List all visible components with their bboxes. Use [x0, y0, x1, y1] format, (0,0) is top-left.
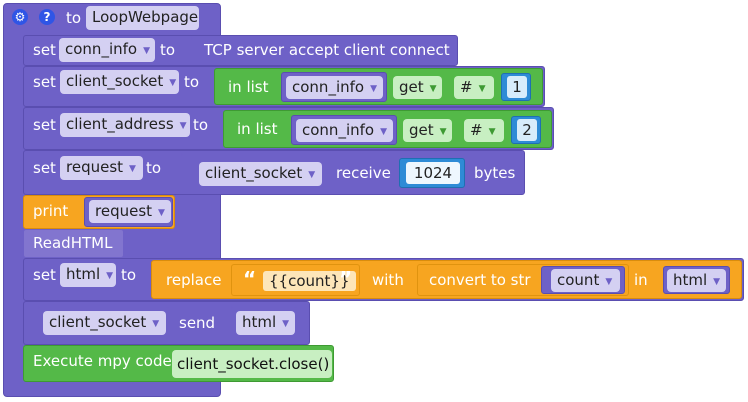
- chevron-down-icon: ▼: [429, 84, 437, 94]
- variable-dropdown-conn-info[interactable]: conn_info▼: [296, 119, 393, 142]
- set-label: set: [33, 159, 56, 177]
- to-label: to: [160, 41, 176, 59]
- gear-icon[interactable]: ⚙: [12, 9, 28, 25]
- help-icon[interactable]: ?: [39, 9, 55, 25]
- chevron-down-icon: ▼: [152, 319, 160, 329]
- variable-dropdown-client-socket[interactable]: client_socket▼: [60, 70, 179, 94]
- chevron-down-icon: ▼: [143, 46, 150, 56]
- set-label: set: [33, 73, 56, 91]
- procedure-name-field[interactable]: LoopWebpage: [86, 6, 199, 30]
- chevron-down-icon: ▼: [380, 127, 387, 137]
- variable-dropdown-html[interactable]: html▼: [60, 263, 116, 287]
- variable-dropdown-request[interactable]: request▼: [60, 156, 143, 180]
- index-type-dropdown[interactable]: #▼: [464, 119, 504, 142]
- in-list-label: in list: [228, 78, 269, 96]
- bytes-label: bytes: [474, 164, 516, 182]
- chevron-down-icon: ▼: [713, 277, 721, 287]
- variable-dropdown-html[interactable]: html▼: [236, 311, 295, 335]
- variable-dropdown-conn-info[interactable]: conn_info▼: [59, 38, 155, 62]
- chevron-down-icon: ▼: [169, 78, 177, 88]
- to-label: to: [193, 116, 209, 134]
- variable-dropdown-client-socket[interactable]: client_socket▼: [43, 311, 166, 335]
- replace-label: replace: [166, 271, 222, 289]
- convert-to-str-label: convert to str: [429, 271, 531, 289]
- to-label: to: [121, 266, 137, 284]
- variable-dropdown-client-socket[interactable]: client_socket▼: [199, 162, 322, 186]
- chevron-down-icon: ▼: [478, 84, 486, 94]
- mpy-code-field[interactable]: client_socket.close(): [172, 350, 332, 378]
- variable-dropdown-conn-info[interactable]: conn_info▼: [286, 76, 383, 99]
- get-mode-dropdown[interactable]: get▼: [403, 119, 452, 142]
- send-label: send: [179, 314, 216, 332]
- chevron-down-icon: ▼: [179, 121, 187, 131]
- set-label: set: [33, 116, 56, 134]
- chevron-down-icon: ▼: [129, 164, 136, 174]
- set-label: set: [33, 266, 56, 284]
- chevron-down-icon: ▼: [282, 319, 290, 329]
- close-quote-icon: ”: [339, 267, 353, 291]
- tcp-accept-label: TCP server accept client connect: [204, 41, 450, 59]
- tcp-accept-block[interactable]: [190, 37, 456, 64]
- print-label: print: [33, 202, 69, 220]
- number-field-1[interactable]: 1: [507, 76, 527, 98]
- variable-dropdown-client-address[interactable]: client_address▼: [60, 113, 190, 137]
- chevron-down-icon: ▼: [488, 127, 496, 137]
- set-label: set: [33, 41, 56, 59]
- replace-text-field[interactable]: {{count}}: [263, 271, 356, 291]
- to-label: to: [184, 73, 200, 91]
- chevron-down-icon: ▼: [605, 277, 613, 287]
- procedure-prefix-label: to: [66, 9, 82, 27]
- receive-label: receive: [336, 164, 391, 182]
- receive-size-field[interactable]: 1024: [406, 162, 460, 184]
- variable-dropdown-html[interactable]: html▼: [667, 269, 726, 292]
- chevron-down-icon: ▼: [308, 170, 316, 180]
- variable-dropdown-request[interactable]: request▼: [89, 200, 171, 223]
- variable-dropdown-count[interactable]: count▼: [551, 269, 620, 292]
- chevron-down-icon: ▼: [106, 271, 114, 281]
- call-readhtml-block[interactable]: [23, 229, 124, 258]
- chevron-down-icon: ▼: [370, 84, 377, 94]
- get-mode-dropdown[interactable]: get▼: [393, 76, 442, 99]
- in-list-label: in list: [237, 120, 278, 138]
- readhtml-label: ReadHTML: [33, 234, 113, 252]
- execute-label: Execute mpy code: [33, 352, 172, 370]
- chevron-down-icon: ▼: [439, 127, 447, 137]
- chevron-down-icon: ▼: [158, 208, 165, 218]
- to-label: to: [146, 159, 162, 177]
- in-label: in: [634, 271, 648, 289]
- open-quote-icon: “: [243, 267, 257, 291]
- number-field-2[interactable]: 2: [517, 119, 537, 141]
- with-label: with: [372, 271, 404, 289]
- index-type-dropdown[interactable]: #▼: [454, 76, 494, 99]
